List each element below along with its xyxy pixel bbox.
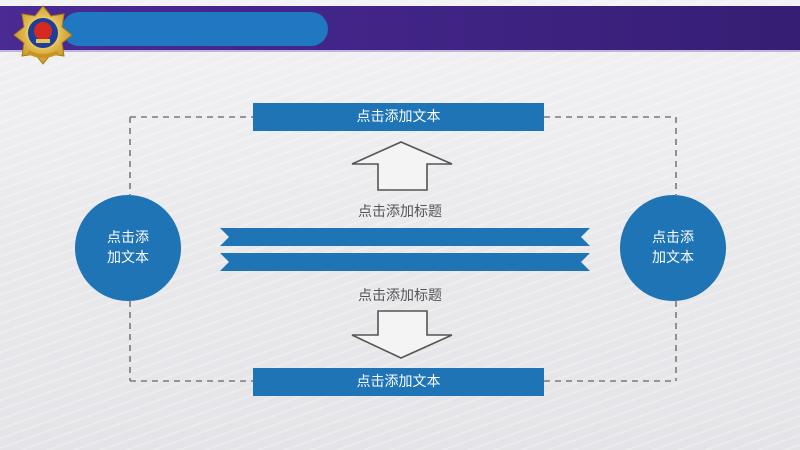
upper-heading[interactable]: 点击添加标题 [358,204,442,220]
top-text-banner[interactable]: 点击添加文本 [253,103,544,131]
police-emblem-icon [13,5,73,65]
right-circle-line2: 加文本 [652,250,694,266]
left-circle-line1: 点击添 [107,230,149,246]
bottom-text-banner[interactable]: 点击添加文本 [253,368,544,396]
title-placeholder-pill[interactable] [62,12,328,46]
bottom-banner-text: 点击添加文本 [356,374,441,390]
up-arrow-icon [351,141,453,191]
lower-ribbon [220,253,590,271]
upper-ribbon [220,228,590,246]
lower-heading[interactable]: 点击添加标题 [358,288,442,304]
right-circle[interactable]: 点击添 加文本 [620,195,726,301]
top-banner-text: 点击添加文本 [356,109,441,125]
header-divider [0,50,800,52]
right-circle-line1: 点击添 [652,230,694,246]
left-circle-line2: 加文本 [107,250,149,266]
left-circle[interactable]: 点击添 加文本 [75,195,181,301]
down-arrow-icon [351,310,453,359]
